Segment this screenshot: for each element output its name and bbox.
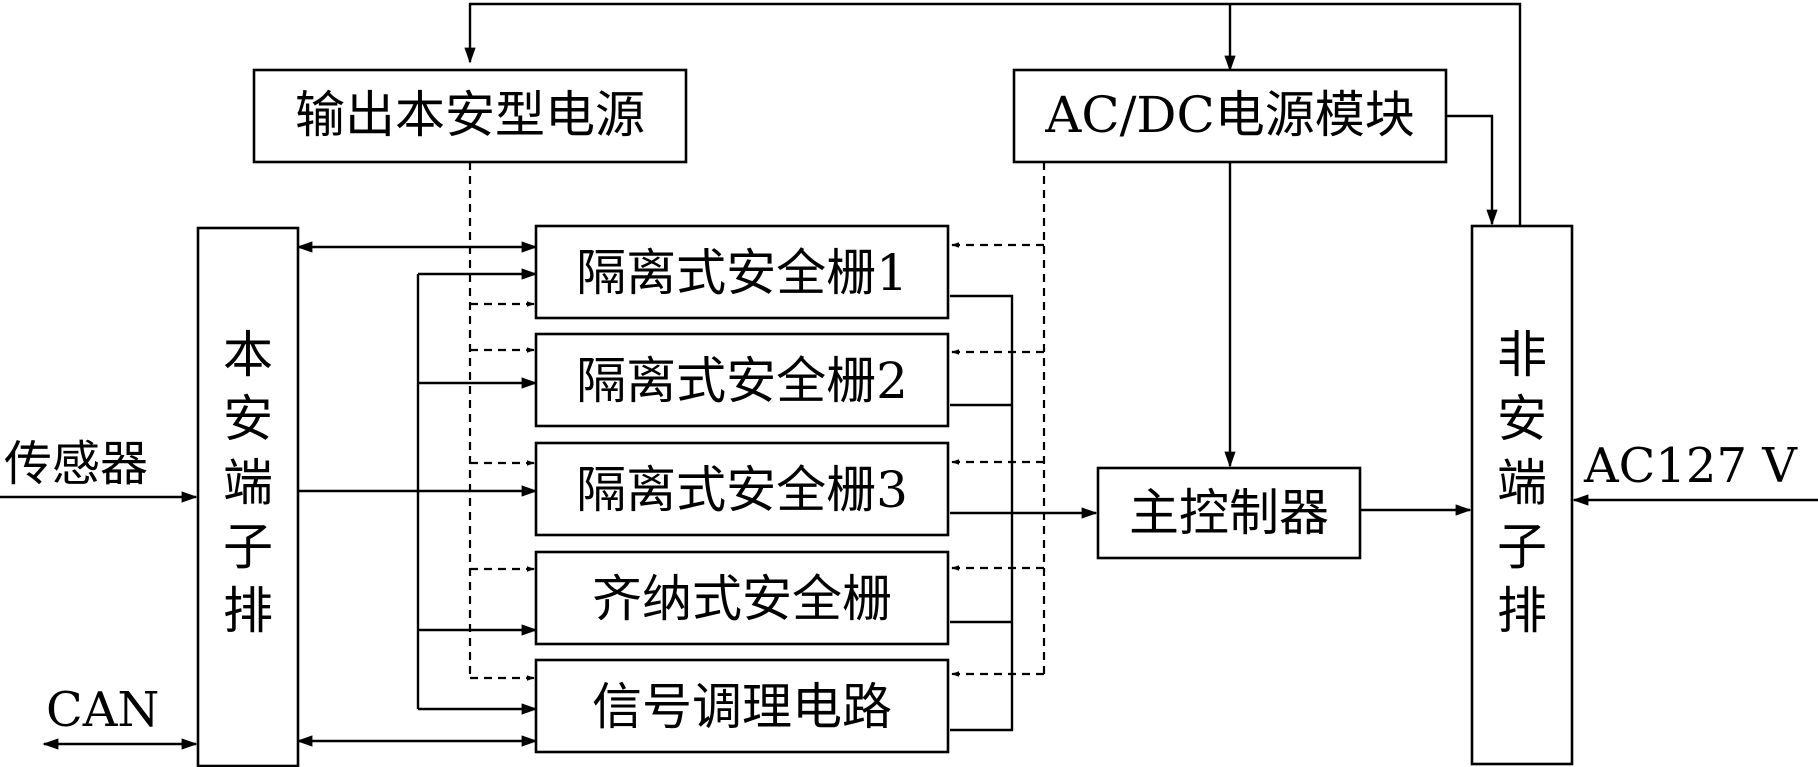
- zener-barrier-block: 齐纳式安全栅: [534, 550, 950, 646]
- is-power-output-label: 输出本安型电源: [295, 86, 645, 144]
- non-is-terminal-char-1: 非: [1497, 326, 1547, 384]
- solid-connections: [0, 2, 1818, 750]
- isolation-barrier-1-label: 隔离式安全栅1: [576, 244, 908, 302]
- is-terminal-char-1: 本: [223, 326, 273, 384]
- isolation-barrier-2-label: 隔离式安全栅2: [576, 352, 908, 410]
- can-label: CAN: [46, 682, 159, 738]
- top-loop-line: [464, 2, 1522, 226]
- main-controller-label: 主控制器: [1129, 484, 1329, 542]
- main-controller-block: 主控制器: [1096, 466, 1362, 560]
- non-is-terminal-block: 非 安 端 子 排: [1470, 224, 1574, 766]
- is-terminal-char-2: 安: [223, 390, 273, 448]
- isolation-barrier-2-block: 隔离式安全栅2: [534, 332, 950, 428]
- is-terminal-char-5: 排: [223, 582, 273, 640]
- non-is-terminal-char-4: 子: [1497, 518, 1547, 576]
- non-is-terminal-char-5: 排: [1497, 582, 1547, 640]
- sensor-label: 传感器: [4, 436, 148, 492]
- dashed-power-connections: [468, 162, 1046, 681]
- signal-conditioning-label: 信号调理电路: [592, 678, 892, 736]
- zener-barrier-label: 齐纳式安全栅: [592, 570, 892, 628]
- isolation-barrier-3-label: 隔离式安全栅3: [576, 461, 908, 519]
- is-power-output-block: 输出本安型电源: [252, 68, 688, 164]
- is-terminal-block: 本 安 端 子 排: [196, 226, 300, 767]
- signal-conditioning-block: 信号调理电路: [534, 658, 950, 754]
- acdc-module-block: AC/DC电源模块: [1012, 68, 1448, 164]
- acdc-to-terminal-line: [1446, 114, 1498, 226]
- acdc-module-label: AC/DC电源模块: [1044, 86, 1415, 144]
- non-is-terminal-char-2: 安: [1497, 390, 1547, 448]
- non-is-terminal-char-3: 端: [1497, 454, 1547, 512]
- is-terminal-char-3: 端: [223, 454, 273, 512]
- isolation-barrier-1-block: 隔离式安全栅1: [534, 224, 950, 320]
- ac-input-label: AC127 V: [1583, 438, 1798, 494]
- isolation-barrier-3-block: 隔离式安全栅3: [534, 441, 950, 537]
- is-terminal-char-4: 子: [223, 518, 273, 576]
